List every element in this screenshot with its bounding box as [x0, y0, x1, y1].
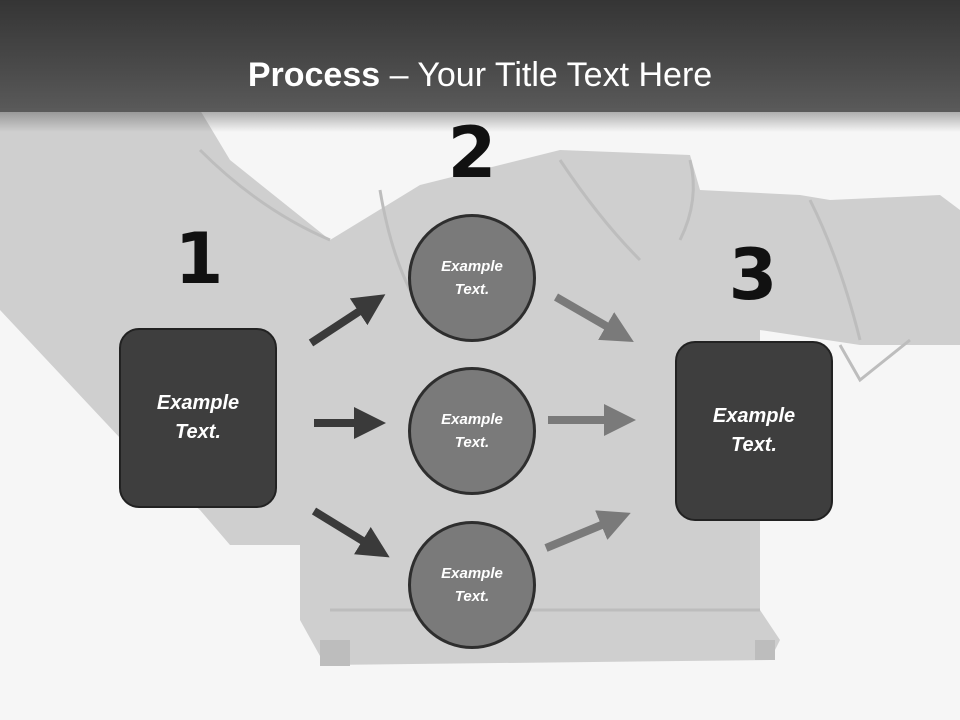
- step-number-2: 2: [447, 112, 497, 194]
- title-bold: Process: [247, 56, 381, 94]
- title-rest: – Your Title Text Here: [380, 56, 713, 94]
- step-1-box: Example Text.: [119, 328, 277, 508]
- arrow-top-to-3: [553, 293, 634, 343]
- step-number-3: 3: [728, 234, 778, 316]
- step-2-circle-bottom: Example Text.: [408, 521, 536, 649]
- page-title: Process – Your Title Text Here: [0, 54, 960, 96]
- step-2-circle-middle: Example Text.: [408, 367, 536, 495]
- title-bar: [0, 0, 960, 112]
- step-3-box: Example Text.: [675, 341, 833, 521]
- arrow-bottom-to-3: [544, 510, 631, 552]
- step-number-1: 1: [174, 218, 224, 300]
- arrow-1-to-top: [308, 294, 386, 347]
- step-2-circle-top: Example Text.: [408, 214, 536, 342]
- arrow-1-to-bottom: [311, 507, 390, 558]
- title-bar-shadow: [0, 108, 960, 132]
